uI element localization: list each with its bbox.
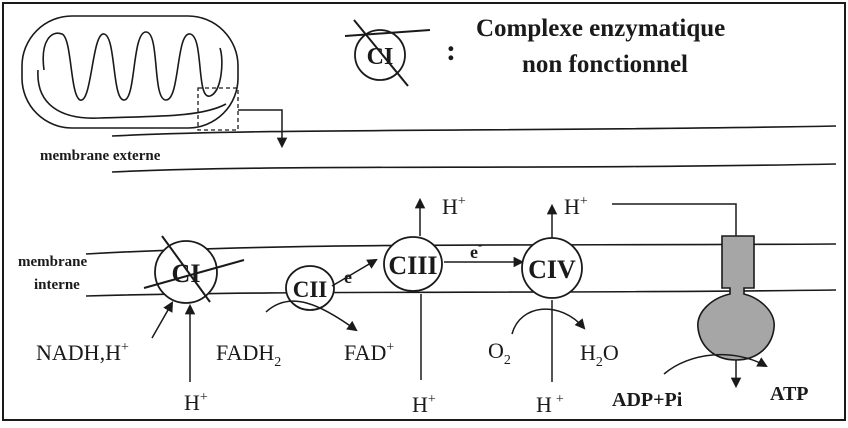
h2o-label: H2O bbox=[580, 340, 619, 370]
nadh-label-h: H bbox=[105, 340, 121, 365]
complex-ii-label: CII bbox=[293, 277, 328, 302]
zoom-arrow bbox=[238, 109, 288, 149]
electron-label-1: e bbox=[344, 267, 352, 287]
legend-crossed-complex: CI bbox=[344, 19, 431, 87]
complex-ii: CII bbox=[285, 265, 335, 311]
nadh-label: NADH,H+ bbox=[36, 340, 129, 365]
adp-pi-label: ADP+Pi bbox=[612, 389, 683, 411]
fadh2-label-sub: 2 bbox=[274, 355, 281, 370]
complex-i: CI bbox=[143, 235, 245, 304]
complex-iii: CIII bbox=[383, 236, 443, 292]
proton-label-ciii-out-base: H bbox=[442, 194, 458, 219]
proton-label-civ-in: H+ bbox=[536, 392, 564, 417]
proton-label-ci-in-base: H bbox=[184, 390, 200, 415]
complex-iii-label: CIII bbox=[388, 251, 437, 280]
legend-cross-line-1 bbox=[344, 29, 431, 37]
fad-label: FAD+ bbox=[344, 340, 394, 365]
proton-label-ciii-in: H+ bbox=[412, 392, 436, 417]
o2-label: O2 bbox=[488, 338, 511, 368]
inner-membrane-label-line1: membrane bbox=[18, 254, 87, 270]
atp-label: ATP bbox=[770, 383, 809, 405]
proton-label-civ-in-base: H bbox=[536, 392, 552, 417]
proton-return-arrow bbox=[612, 203, 742, 389]
proton-label-ciii-in-sup: + bbox=[428, 392, 436, 407]
outer-membrane-label: membrane externe bbox=[40, 148, 161, 164]
nadh-label-comma: , bbox=[100, 340, 106, 365]
proton-label-ci-in: H+ bbox=[184, 390, 208, 415]
legend-ci-label: CI bbox=[367, 44, 394, 70]
h2o-label-h: H bbox=[580, 340, 596, 365]
complex-iv: CIV bbox=[521, 237, 583, 299]
legend-colon: : bbox=[446, 34, 456, 67]
fadh2-to-fad-arrow bbox=[265, 300, 358, 332]
fad-label-sup: + bbox=[386, 340, 394, 355]
fadh2-label: FADH2 bbox=[216, 340, 281, 370]
proton-label-civ-out-base: H bbox=[564, 194, 580, 219]
electron-label-2-base: e bbox=[470, 242, 478, 262]
proton-label-civ-out-sup: + bbox=[580, 194, 588, 209]
h2o-label-o: O bbox=[603, 340, 619, 365]
inner-membrane-label-line2: interne bbox=[34, 277, 80, 293]
o2-label-sub: 2 bbox=[504, 353, 511, 368]
proton-label-ci-in-sup: + bbox=[200, 390, 208, 405]
atp-synthase bbox=[697, 235, 775, 361]
fadh2-label-base: FADH bbox=[216, 340, 274, 365]
h2o-label-sub: 2 bbox=[596, 355, 603, 370]
legend-text-line1: Complexe enzymatique bbox=[476, 15, 725, 42]
complex-i-cross-line-2 bbox=[161, 235, 211, 303]
complex-iv-label: CIV bbox=[528, 255, 576, 284]
figure-frame bbox=[2, 2, 846, 421]
electron-label-2: e- bbox=[470, 238, 482, 262]
proton-label-ciii-out: H+ bbox=[442, 194, 466, 219]
proton-label-ciii-in-base: H bbox=[412, 392, 428, 417]
adp-to-atp-arrow bbox=[663, 353, 768, 375]
legend-cross-line-2 bbox=[353, 19, 409, 87]
electron-label-2-sup: - bbox=[478, 238, 482, 252]
proton-label-civ-out: H+ bbox=[564, 194, 588, 219]
legend-text-line2: non fonctionnel bbox=[522, 51, 688, 78]
nadh-arrow bbox=[151, 301, 174, 339]
nadh-label-plus: + bbox=[121, 340, 129, 355]
o2-to-h2o-arrow bbox=[511, 308, 586, 335]
complex-i-cross-line-1 bbox=[143, 259, 245, 289]
outer-membrane bbox=[111, 125, 837, 173]
nadh-label-base: NADH bbox=[36, 340, 100, 365]
proton-label-ciii-out-sup: + bbox=[458, 194, 466, 209]
proton-label-civ-in-sup: + bbox=[556, 392, 564, 407]
o2-label-base: O bbox=[488, 338, 504, 363]
mitochondrion-icon bbox=[21, 15, 239, 131]
fad-label-base: FAD bbox=[344, 340, 386, 365]
electron-arrow-cii-ciii bbox=[331, 258, 378, 287]
